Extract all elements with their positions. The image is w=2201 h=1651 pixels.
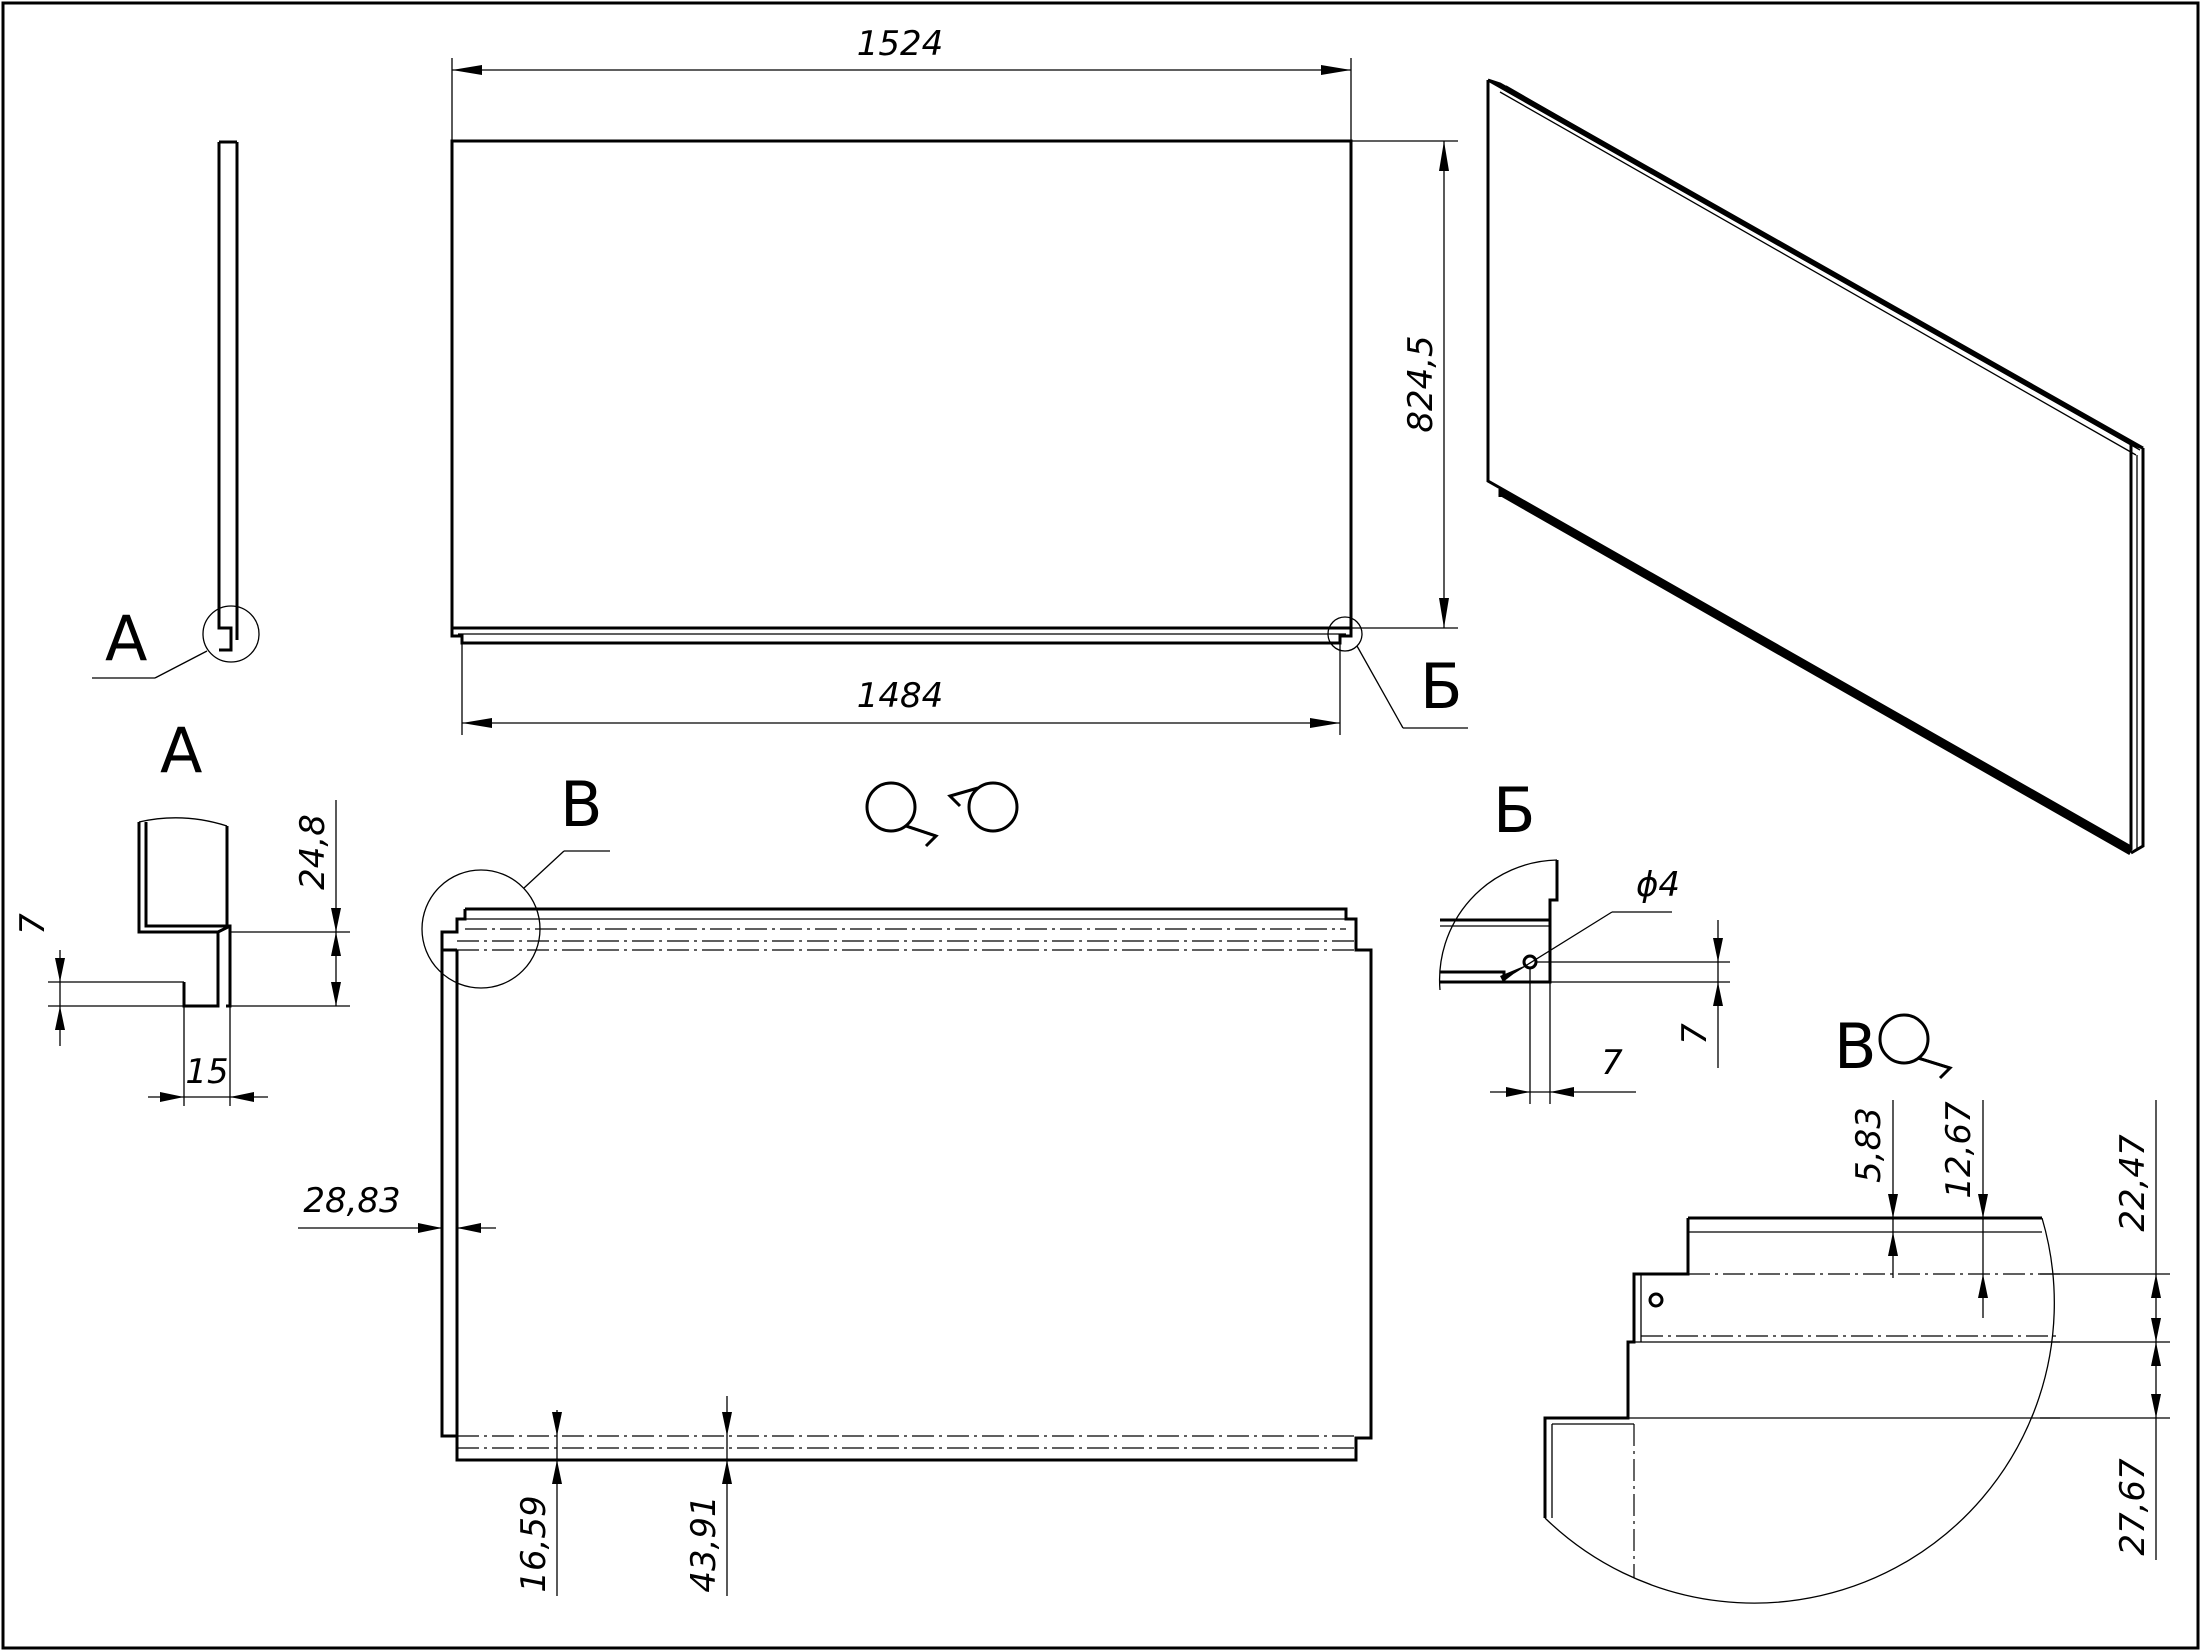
dim-b-horizontal: 7	[1601, 1043, 1623, 1083]
detail-b-callout-circle	[1327, 616, 1363, 652]
dim-bottom-2: 43,91	[684, 1495, 724, 1592]
front-view: 1524 824,5 1484 Б	[450, 24, 1468, 735]
dim-a-drop: 7	[13, 913, 53, 935]
detail-v-marker: В	[560, 768, 603, 841]
dim-side-offset: 28,83	[303, 1181, 400, 1221]
dim-v-2: 12,67	[1939, 1101, 1979, 1199]
dim-width-bottom: 1484	[857, 676, 944, 716]
detail-a: А 24,8 7 15	[13, 714, 350, 1106]
dim-v-1: 5,83	[1849, 1107, 1889, 1183]
detail-a-title: А	[160, 714, 202, 787]
dim-a-width: 15	[185, 1052, 228, 1092]
detail-a-callout-circle	[202, 605, 260, 663]
hole-icon-detail	[1648, 1292, 1664, 1308]
rotate-arrows-icon	[865, 781, 1019, 848]
dim-bottom-1: 16,59	[514, 1495, 554, 1592]
flat-pattern: В 28,83 16,59	[298, 768, 1373, 1596]
detail-a-marker: А	[105, 602, 147, 675]
dim-a-height: 24,8	[293, 814, 333, 890]
isometric-view	[1486, 78, 2145, 856]
dim-b-vertical: 7	[1675, 1023, 1715, 1045]
dim-width-top: 1524	[857, 24, 944, 64]
dim-v-3: 22,47	[2113, 1134, 2153, 1232]
detail-v: В 5,83 12,67	[1543, 1010, 2170, 1604]
dim-v-4: 27,67	[2113, 1458, 2153, 1556]
detail-v-title: В	[1834, 1010, 1877, 1083]
dim-hole: ϕ4	[1636, 865, 1680, 905]
dim-height: 824,5	[1401, 335, 1441, 432]
detail-b-marker: Б	[1420, 650, 1463, 723]
side-profile: А	[92, 140, 260, 679]
detail-b-title: Б	[1493, 774, 1536, 847]
rotate-arrow-icon	[1878, 1013, 1953, 1080]
detail-b: Б ϕ4 7 7	[1438, 774, 1730, 1104]
